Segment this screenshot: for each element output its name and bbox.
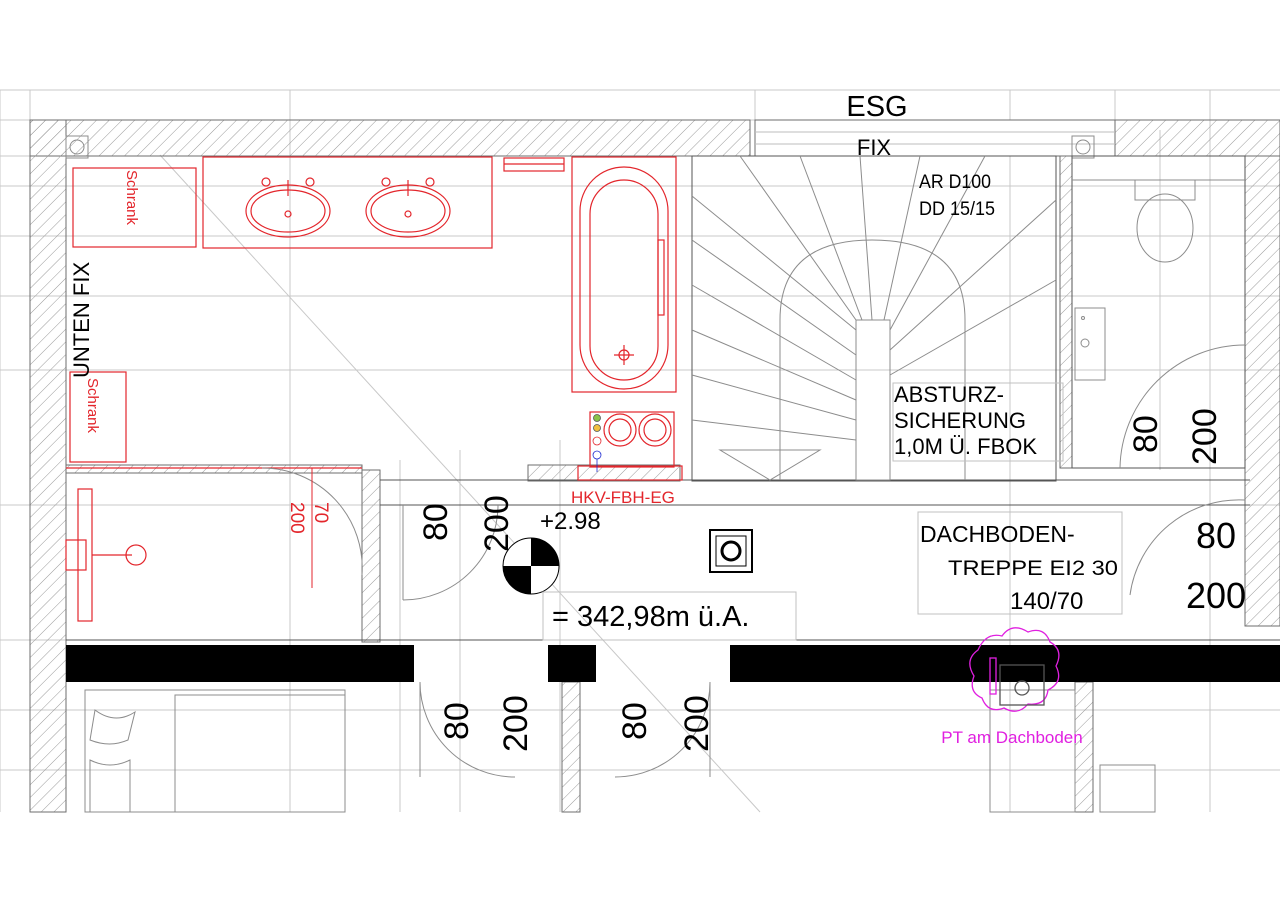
hand-basin [1074, 307, 1106, 381]
height-mark: +2.98 [540, 508, 601, 535]
elevation-label: = 342,98m ü.A. [552, 601, 750, 633]
dachboden-line-3: 140/70 [1010, 588, 1083, 615]
door-low2-height: 200 [678, 695, 716, 752]
dachboden-line-2: TREPPE EI2 30 [948, 557, 1118, 580]
toilet [1136, 193, 1194, 263]
hkv-label: HKV-FBH-EG [571, 488, 675, 507]
door-bath-width: 70 [310, 502, 331, 523]
dachboden-line-1: DACHBODEN- [920, 521, 1075, 547]
unten-fix-label: UNTEN FIX [69, 262, 94, 378]
bathroom-fixtures [65, 156, 683, 622]
schrank-label-top: Schrank [123, 170, 140, 226]
door-wc-width: 80 [1127, 415, 1165, 453]
door-low1-width: 80 [438, 702, 476, 740]
absturz-line-3: 1,0M Ü. FBOK [894, 434, 1037, 459]
lower-rooms [84, 689, 1156, 813]
schrank-label-left: Schrank [84, 378, 101, 434]
level-marker [502, 537, 560, 595]
absturz-line-1: ABSTURZ- [894, 382, 1004, 407]
door-bath-height: 200 [286, 502, 307, 534]
pt-label: PT am Dachboden [941, 728, 1082, 747]
absturz-line-2: SICHERUNG [894, 408, 1026, 433]
schrank-top [72, 167, 197, 248]
door-low1-height: 200 [497, 695, 535, 752]
stair [691, 155, 1057, 481]
solid-wall [66, 645, 1280, 682]
duct-symbol [709, 529, 753, 573]
bathtub [571, 156, 677, 393]
vanity [202, 156, 493, 249]
pt-cloud [969, 627, 1060, 712]
wc-fixtures [1072, 179, 1245, 381]
esg-label: ESG [846, 91, 907, 123]
top-window [754, 119, 1116, 157]
fix-top-label: FIX [857, 135, 892, 160]
ar-d100-label: AR D100 [919, 172, 991, 193]
door-low2-width: 80 [616, 702, 654, 740]
hkv-box [589, 411, 675, 468]
room-lines [66, 155, 1280, 641]
door-swings [261, 344, 1246, 778]
door-dach-width: 80 [1196, 515, 1236, 556]
label-boxes [542, 382, 1123, 641]
door-hall-height: 200 [478, 495, 516, 552]
dd-label: DD 15/15 [919, 199, 995, 220]
column-markers [65, 135, 1095, 159]
door-dach-height: 200 [1186, 575, 1246, 616]
door-wc-height: 200 [1186, 408, 1224, 465]
door-hall-width: 80 [417, 503, 455, 541]
hkv-dots [592, 414, 602, 472]
shower-bar [77, 488, 93, 622]
walls [29, 119, 1280, 813]
schrank-left [69, 371, 127, 463]
